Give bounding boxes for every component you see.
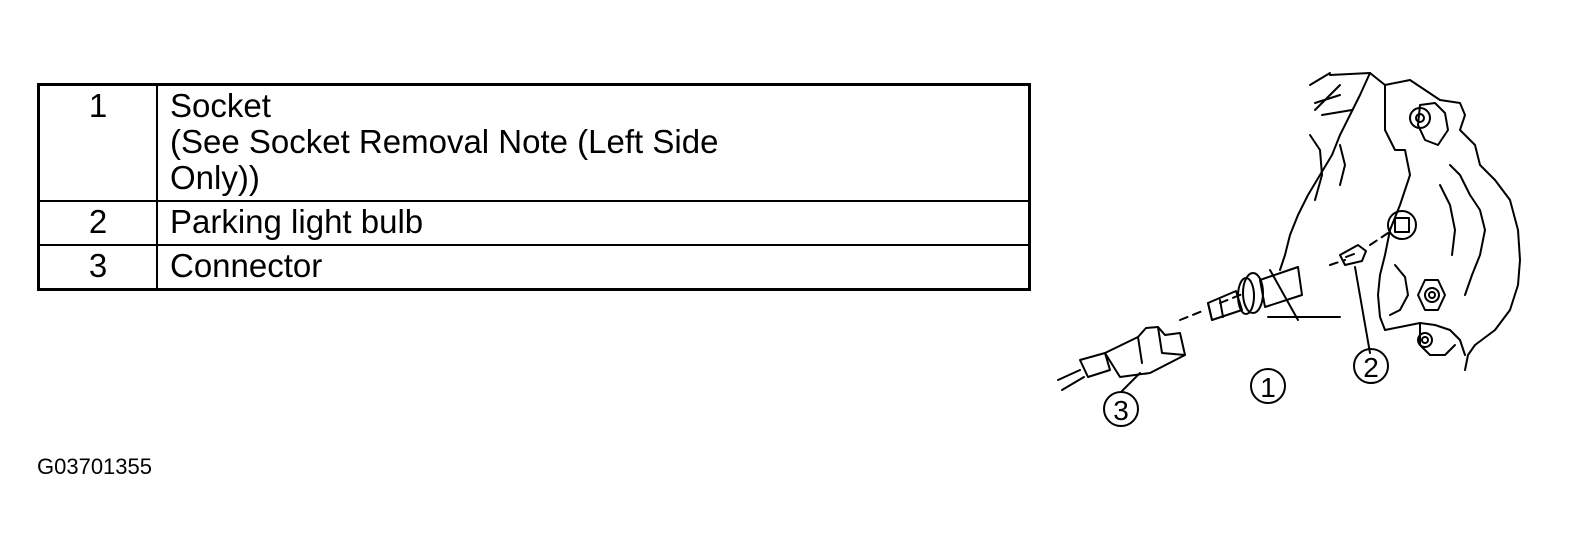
legend-row: 2 Parking light bulb: [37, 200, 1031, 246]
mounting-bolt: [1424, 287, 1440, 303]
socket: [1207, 266, 1303, 321]
explode-line: [1179, 232, 1389, 321]
leader-line: [1269, 269, 1299, 321]
legend-row: 3 Connector: [37, 244, 1031, 291]
callout-1: 1: [1250, 368, 1286, 404]
headlamp-housing: [1279, 72, 1521, 371]
parking-light-exploded-view: 1 2 3: [1057, 72, 1521, 427]
callout-3-label: 3: [1113, 395, 1129, 426]
legend-description: Parking light bulb: [156, 200, 1031, 246]
connector: [1057, 326, 1186, 391]
legend-row: 1 Socket (See Socket Removal Note (Left …: [37, 83, 1031, 202]
callout-1-label: 1: [1260, 372, 1276, 403]
callout-2: 2: [1353, 348, 1389, 384]
legend-description: Connector: [156, 244, 1031, 291]
mounting-bolt: [1409, 107, 1431, 129]
figure-code: G03701355: [37, 454, 152, 479]
leader-line: [1354, 266, 1371, 354]
legend-description: Socket (See Socket Removal Note (Left Si…: [156, 83, 1031, 202]
parts-legend-table: 1 Socket (See Socket Removal Note (Left …: [37, 83, 1031, 291]
parking-light-bulb: [1339, 244, 1367, 266]
callout-2-label: 2: [1363, 352, 1379, 383]
mounting-bolt: [1417, 332, 1433, 348]
legend-number: 3: [37, 244, 158, 291]
leader-line: [1121, 372, 1141, 392]
socket-hole: [1387, 210, 1417, 240]
legend-number: 1: [37, 83, 158, 202]
legend-number: 2: [37, 200, 158, 246]
callout-3: 3: [1103, 391, 1139, 427]
